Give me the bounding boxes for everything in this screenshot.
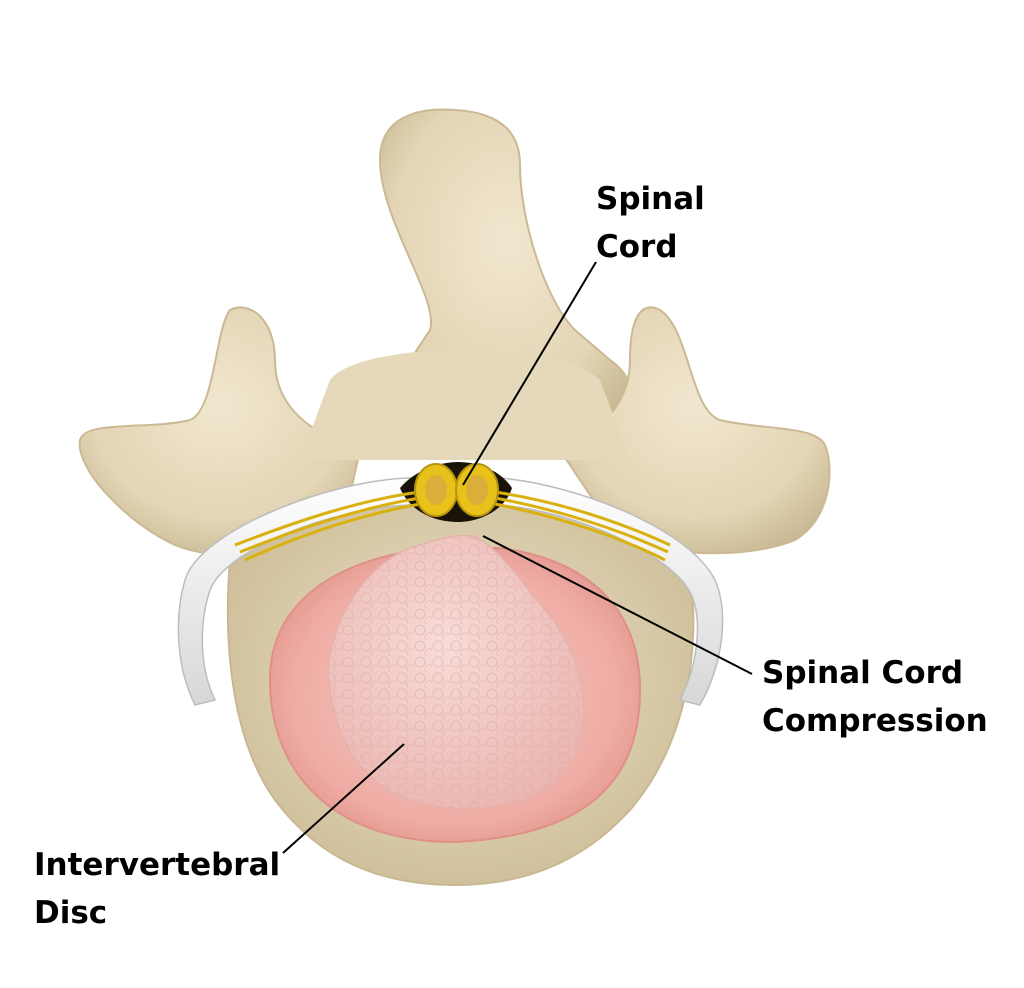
vertebral-arch (300, 350, 630, 460)
label-compression-line1: Spinal Cord (762, 655, 964, 691)
label-spinal-cord-line1: Spinal (596, 181, 705, 217)
label-spinal-cord-compression: Spinal Cord Compression (762, 649, 988, 745)
leader-line-disc (282, 743, 405, 854)
label-spinal-cord: Spinal Cord (596, 175, 705, 271)
right-transverse-process (558, 306, 831, 555)
label-disc-line1: Intervertebral (34, 847, 281, 883)
spinal-cord (414, 463, 499, 517)
label-compression-line2: Compression (762, 703, 988, 739)
leader-line-compression (482, 535, 753, 675)
leader-line-spinal-cord (462, 261, 597, 486)
nucleus-texture (328, 535, 584, 809)
left-transverse-process (78, 306, 362, 557)
ligament-band (177, 477, 724, 706)
label-disc-line2: Disc (34, 895, 108, 931)
nerve-roots (234, 490, 671, 562)
label-intervertebral-disc: Intervertebral Disc (34, 841, 280, 937)
label-spinal-cord-line2: Cord (596, 229, 678, 265)
